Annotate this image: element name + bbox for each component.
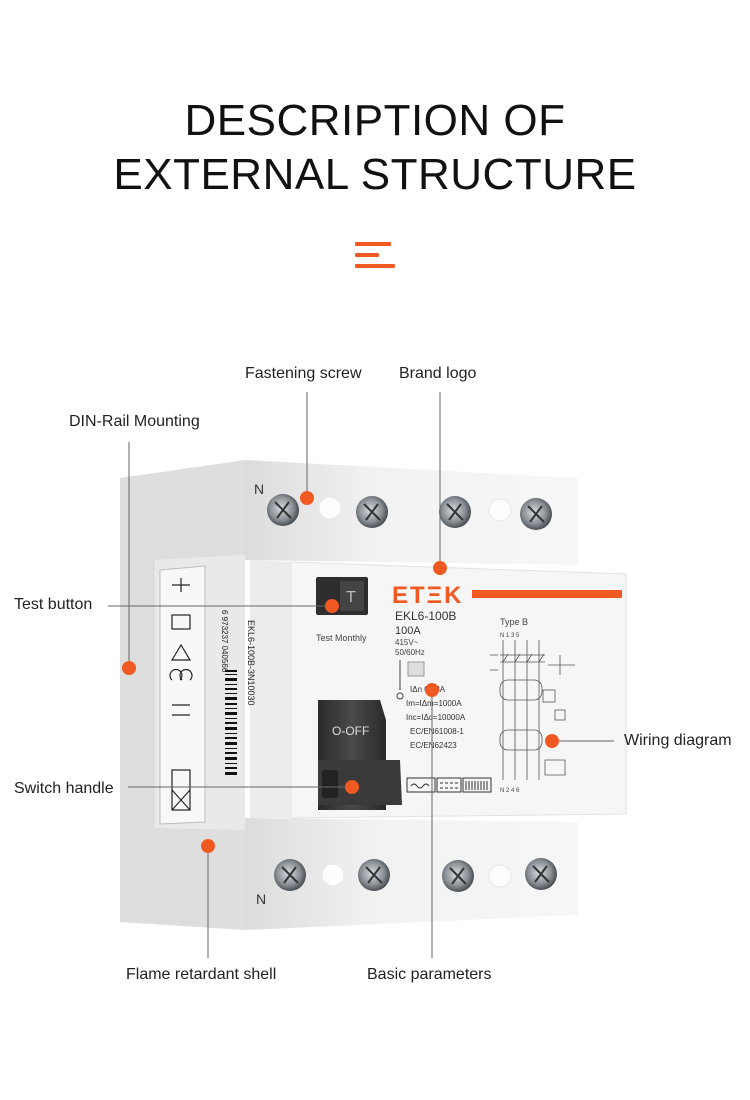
diagram-top-label: N 1 3 5 [500,633,520,639]
menu-lines-icon [355,242,395,268]
param-4: EC/EN62423 [410,741,457,750]
symbol-boxes-icon [406,777,492,793]
handle-label: O-OFF [332,724,369,738]
page-title-line1: DESCRIPTION OF [184,96,566,145]
callout-wiring-diagram: Wiring diagram [624,732,732,749]
brand-logo: ETΞK [392,582,463,609]
callout-basic-params: Basic parameters [367,966,492,983]
diagram-bottom-label: N 2 4 6 [500,788,520,794]
frequency-text: 50/60Hz [395,648,425,657]
param-1: Im=IΔm=1000A [406,699,462,708]
voltage-text: 415V~ [395,638,419,647]
callout-din-rail: DIN-Rail Mounting [69,413,200,430]
brand-stripe [472,590,622,598]
current-text: 100A [395,625,421,637]
model-text: EKL6-100B [395,609,456,623]
cert-marks-icon [169,578,193,811]
callout-lines [108,392,614,958]
barcode-digits: 6 973237 040566 [220,610,229,673]
test-button[interactable]: T [316,577,368,615]
test-button-letter: T [346,589,356,606]
type-b-label: Type B [500,617,528,627]
terminal-n-top: N [254,481,264,497]
callout-fastening-screw: Fastening screw [245,365,362,382]
side-label: EKL6-100B-3N10030 6 973237 040566 [159,565,256,825]
wiring-diagram: Type B N 1 3 5 N 2 4 6 [490,617,575,794]
callout-brand-logo: Brand logo [399,365,477,382]
page-title-line2: EXTERNAL STRUCTURE [113,150,637,199]
terminal-n-bottom: N [256,891,266,907]
switch-handle[interactable]: O-OFF [318,700,402,810]
callout-switch-handle: Switch handle [14,780,114,797]
top-terminals [267,494,552,530]
callout-dots [122,491,559,853]
param-2: Inc=IΔc=10000A [406,713,466,722]
barcode [225,670,237,775]
test-monthly-label: Test Monthly [316,633,367,643]
param-3: EC/EN61008-1 [410,727,464,736]
side-model-text: EKL6-100B-3N10030 [246,620,256,706]
callout-flame-shell: Flame retardant shell [126,966,277,983]
bottom-terminals [274,858,557,892]
callout-test-button: Test button [14,596,93,613]
